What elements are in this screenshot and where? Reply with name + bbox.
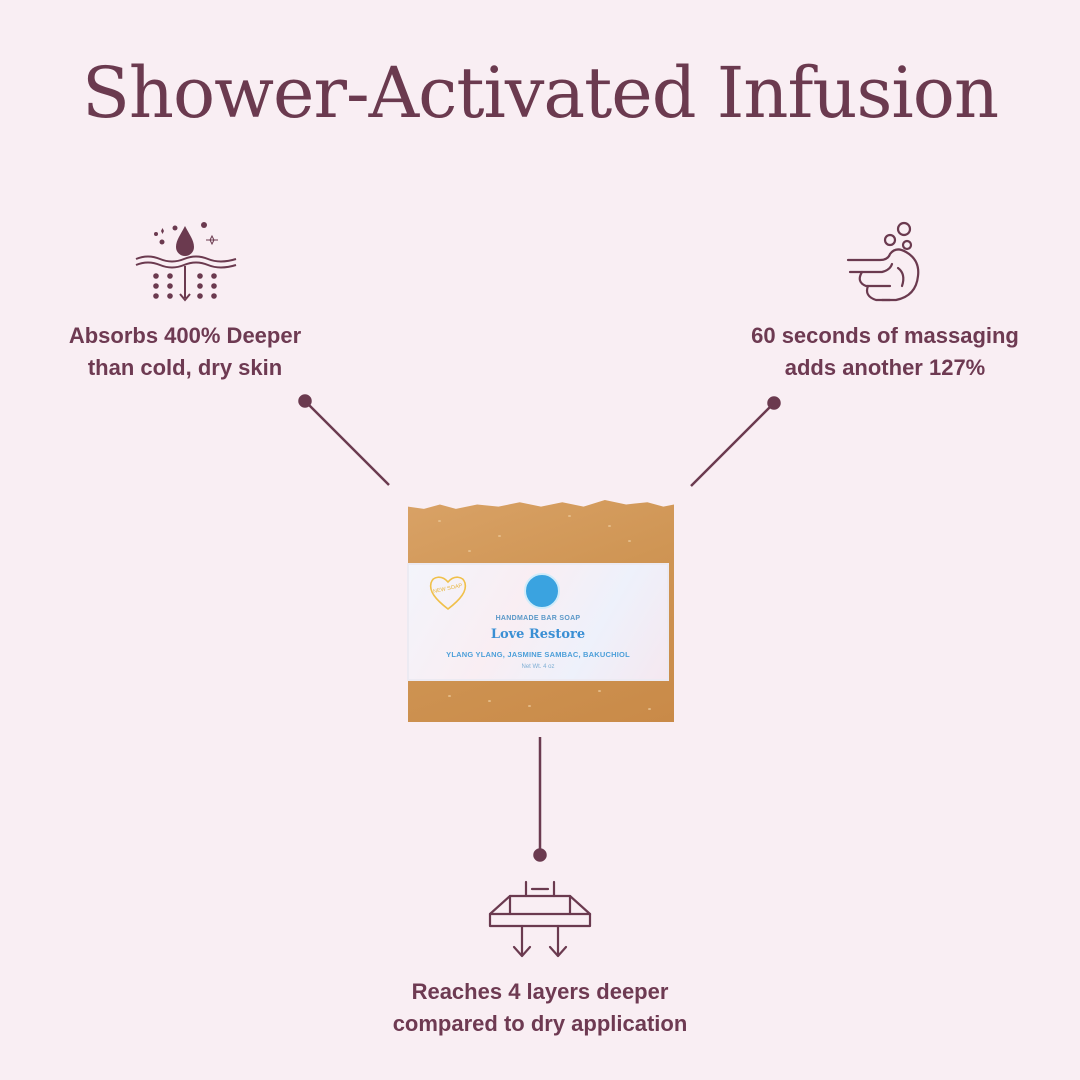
skin-absorption-drop-icon bbox=[135, 222, 237, 302]
product-ingredients: YLANG YLANG, JASMINE SAMBAC, BAKUCHIOL bbox=[446, 650, 630, 659]
connector-right bbox=[690, 402, 775, 487]
product-type: HANDMADE BAR SOAP bbox=[495, 615, 581, 622]
connector-left bbox=[304, 400, 390, 486]
feature-layers-line1: Reaches 4 layers deeper bbox=[411, 979, 669, 1004]
skin-layers-arrows-icon bbox=[488, 880, 592, 958]
brand-logo bbox=[524, 573, 560, 609]
badge-text: NEW SOAP bbox=[433, 583, 464, 595]
feature-absorption-line1: Absorbs 400% Deeper bbox=[68, 323, 302, 348]
product-name: Love Restore bbox=[490, 627, 586, 642]
heart-badge-icon: NEW SOAP bbox=[429, 576, 467, 611]
feature-absorption: Absorbs 400% Deeper than cold, dry skin bbox=[40, 320, 330, 384]
feature-layers: Reaches 4 layers deeper compared to dry … bbox=[350, 976, 730, 1040]
page-title: Shower-Activated Infusion bbox=[81, 52, 999, 134]
hand-lather-bubbles-icon bbox=[846, 221, 920, 302]
connector-left-dot bbox=[298, 394, 312, 408]
feature-absorption-line2: than cold, dry skin bbox=[87, 355, 283, 380]
soap-label: NEW SOAP HANDMADE BAR SOAP Love Restore … bbox=[407, 563, 669, 681]
feature-layers-line2: compared to dry application bbox=[392, 1011, 688, 1036]
feature-massaging-line2: adds another 127% bbox=[784, 355, 986, 380]
feature-massaging-line1: 60 seconds of massaging bbox=[751, 323, 1019, 348]
product-weight: Net Wt. 4 oz bbox=[521, 664, 555, 670]
feature-massaging: 60 seconds of massaging adds another 127… bbox=[720, 320, 1050, 384]
connector-bottom-dot bbox=[533, 848, 547, 862]
connector-right-dot bbox=[767, 396, 781, 410]
